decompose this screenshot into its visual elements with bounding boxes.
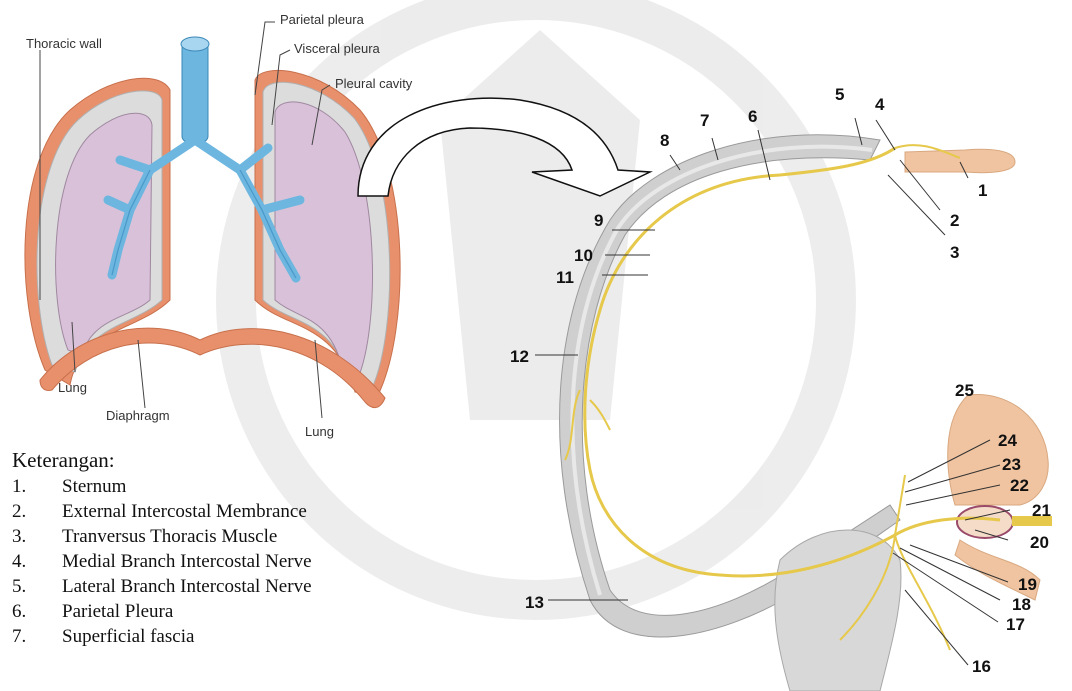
intercostal-nerve — [585, 148, 1000, 576]
legend-item-number: 1. — [0, 474, 62, 499]
legend-item-text: Lateral Branch Intercostal Nerve — [62, 574, 312, 599]
lung-pleura-diagram: Thoracic wall Parietal pleura Visceral p… — [25, 12, 413, 439]
trachea-top — [181, 37, 209, 51]
label-num-25: 25 — [955, 381, 974, 400]
label-num-21: 21 — [1032, 501, 1051, 520]
label-parietal-pleura: Parietal pleura — [280, 12, 365, 27]
legend-item: 6.Parietal Pleura — [0, 599, 520, 624]
label-num-10: 10 — [574, 246, 593, 265]
legend-item-number: 5. — [0, 574, 62, 599]
label-num-12: 12 — [510, 347, 529, 366]
sternum — [905, 149, 1015, 172]
legend-item-text: Tranversus Thoracis Muscle — [62, 524, 277, 549]
legend-item: 2.External Intercostal Membrance — [0, 499, 520, 524]
legend-item-text: Sternum — [62, 474, 126, 499]
legend-item: 5.Lateral Branch Intercostal Nerve — [0, 574, 520, 599]
legend-item-text: External Intercostal Membrance — [62, 499, 307, 524]
legend-item-text: Superficial fascia — [62, 624, 194, 649]
label-num-18: 18 — [1012, 595, 1031, 614]
legend: Keterangan: 1.Sternum 2.External Interco… — [0, 448, 520, 649]
label-visceral-pleura: Visceral pleura — [294, 41, 381, 56]
label-num-13: 13 — [525, 593, 544, 612]
label-lung-right: Lung — [305, 424, 334, 439]
legend-list: 1.Sternum 2.External Intercostal Membran… — [0, 474, 520, 649]
label-num-16: 16 — [972, 657, 991, 676]
label-num-5: 5 — [835, 85, 844, 104]
legend-item: 7.Superficial fascia — [0, 624, 520, 649]
label-diaphragm: Diaphragm — [106, 408, 170, 423]
label-num-3: 3 — [950, 243, 959, 262]
label-num-23: 23 — [1002, 455, 1021, 474]
back-muscle — [775, 530, 901, 691]
label-num-1: 1 — [978, 181, 987, 200]
label-thoracic-wall: Thoracic wall — [26, 36, 102, 51]
label-pleural-cavity: Pleural cavity — [335, 76, 413, 91]
legend-item: 1.Sternum — [0, 474, 520, 499]
label-lung-left: Lung — [58, 380, 87, 395]
label-num-9: 9 — [594, 211, 603, 230]
trachea — [182, 42, 208, 142]
legend-item: 4.Medial Branch Intercostal Nerve — [0, 549, 520, 574]
legend-title: Keterangan: — [12, 448, 520, 473]
label-num-2: 2 — [950, 211, 959, 230]
label-num-24: 24 — [998, 431, 1017, 450]
label-num-22: 22 — [1010, 476, 1029, 495]
legend-item-number: 6. — [0, 599, 62, 624]
legend-item-number: 2. — [0, 499, 62, 524]
legend-item-number: 3. — [0, 524, 62, 549]
label-num-20: 20 — [1030, 533, 1049, 552]
label-num-8: 8 — [660, 131, 669, 150]
legend-item-text: Parietal Pleura — [62, 599, 173, 624]
legend-item-number: 7. — [0, 624, 62, 649]
label-num-11: 11 — [556, 268, 574, 287]
legend-item-text: Medial Branch Intercostal Nerve — [62, 549, 312, 574]
label-num-19: 19 — [1018, 575, 1037, 594]
label-num-4: 4 — [875, 95, 885, 114]
legend-item: 3.Tranversus Thoracis Muscle — [0, 524, 520, 549]
label-num-6: 6 — [748, 107, 757, 126]
legend-item-number: 4. — [0, 549, 62, 574]
label-num-7: 7 — [700, 111, 709, 130]
label-num-17: 17 — [1006, 615, 1025, 634]
